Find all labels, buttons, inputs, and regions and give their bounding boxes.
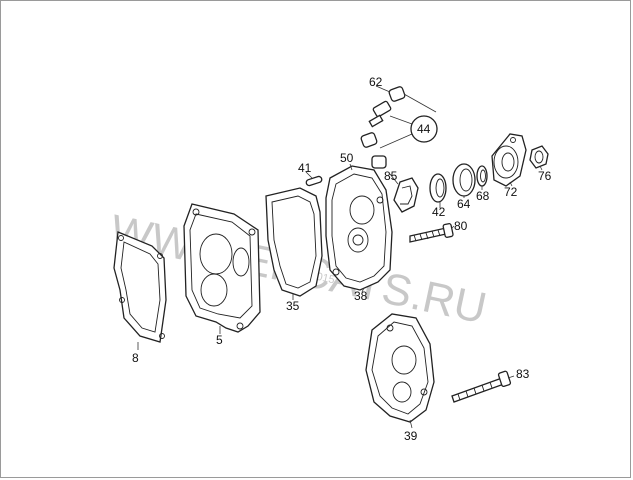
part-44-switch-assembly[interactable]: [360, 93, 438, 149]
callout-50: 50: [340, 151, 354, 165]
part-35-gasket[interactable]: [265, 187, 323, 297]
part-85-gear[interactable]: [393, 177, 419, 213]
callout-68: 68: [476, 189, 490, 203]
part-62-sensor-cap[interactable]: [388, 86, 406, 102]
part-50-plug[interactable]: [371, 155, 387, 169]
callout-41: 41: [298, 161, 312, 175]
part-80-bolt[interactable]: [409, 223, 454, 243]
callout-64: 64: [457, 197, 471, 211]
callout-labels: 8 5 35 41 50 62 44 85 38 42 64 68 72 76 …: [132, 75, 552, 443]
callout-8: 8: [132, 351, 139, 365]
part-64-seal[interactable]: [452, 163, 476, 197]
part-76-nut[interactable]: [529, 145, 549, 169]
part-38-cover[interactable]: [325, 165, 393, 291]
part-8-gasket[interactable]: [113, 231, 167, 343]
part-39-lower-cover[interactable]: [365, 313, 435, 423]
callout-83: 83: [516, 367, 530, 381]
leader-lines: [137, 85, 543, 429]
callout-44: 44: [417, 122, 431, 136]
callout-72: 72: [504, 185, 518, 199]
part-72-flange[interactable]: [491, 133, 527, 187]
callout-80: 80: [454, 219, 468, 233]
callout-38: 38: [354, 289, 368, 303]
callout-39: 39: [404, 429, 418, 443]
callout-42: 42: [432, 205, 446, 219]
callout-76: 76: [538, 169, 552, 183]
callout-5: 5: [216, 333, 223, 347]
part-5-housing[interactable]: [183, 203, 261, 333]
callout-85: 85: [384, 169, 398, 183]
part-41-pin[interactable]: [305, 175, 323, 187]
part-68-ring[interactable]: [476, 165, 488, 187]
callout-62: 62: [369, 75, 383, 89]
callout-35: 35: [286, 299, 300, 313]
part-42-ring[interactable]: [429, 173, 447, 203]
part-83-bolt[interactable]: [451, 370, 512, 403]
